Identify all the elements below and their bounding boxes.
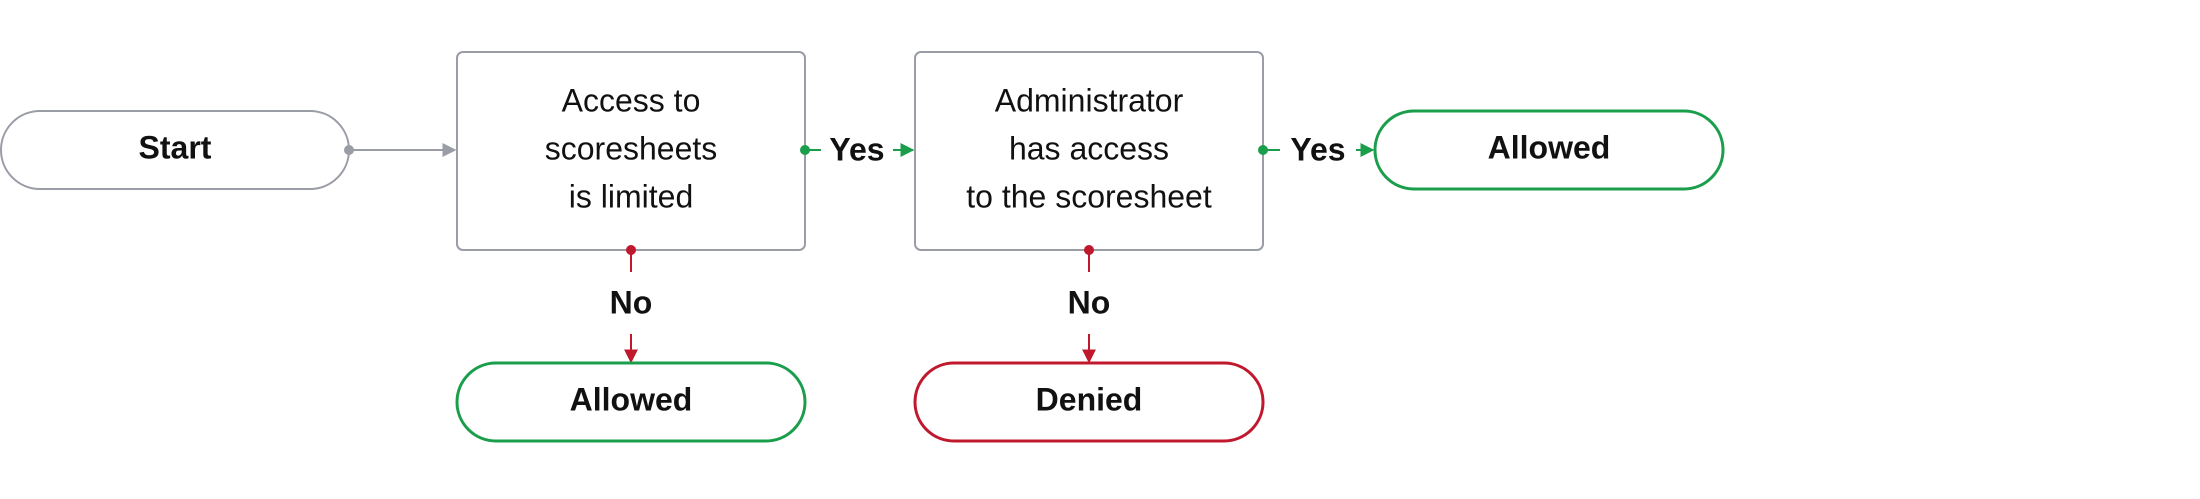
allowed-node-bottom: Allowed	[455, 361, 807, 443]
start-label: Start	[139, 129, 212, 165]
edge-decision1-no: No	[610, 245, 653, 364]
edge-decision2-no: No	[1068, 245, 1111, 364]
decision2-line-2: has access	[1009, 130, 1169, 166]
decision2-no-label: No	[1068, 284, 1111, 320]
decision1-yes-label: Yes	[829, 131, 884, 167]
start-node: Start	[0, 110, 350, 190]
decision1-line-3: is limited	[569, 178, 693, 214]
decision2-line-3: to the scoresheet	[966, 178, 1212, 214]
decision2-line-1: Administrator	[995, 82, 1184, 118]
edge-decision1-yes: Yes	[800, 131, 915, 167]
allowed-right-label: Allowed	[1488, 129, 1611, 165]
allowed-bottom-label: Allowed	[570, 381, 693, 417]
allowed-node-right: Allowed	[1373, 109, 1725, 191]
decision1-line-1: Access to	[562, 82, 701, 118]
decision1-no-label: No	[610, 284, 653, 320]
denied-label: Denied	[1036, 381, 1143, 417]
edge-decision2-yes: Yes	[1258, 131, 1375, 167]
decision-scoresheets-limited: Access to scoresheets is limited	[456, 51, 806, 251]
denied-node: Denied	[913, 361, 1265, 443]
decision-admin-access: Administrator has access to the scoreshe…	[914, 51, 1264, 251]
decision2-yes-label: Yes	[1290, 131, 1345, 167]
edge-start-to-decision1	[344, 143, 457, 157]
decision1-line-2: scoresheets	[545, 130, 718, 166]
